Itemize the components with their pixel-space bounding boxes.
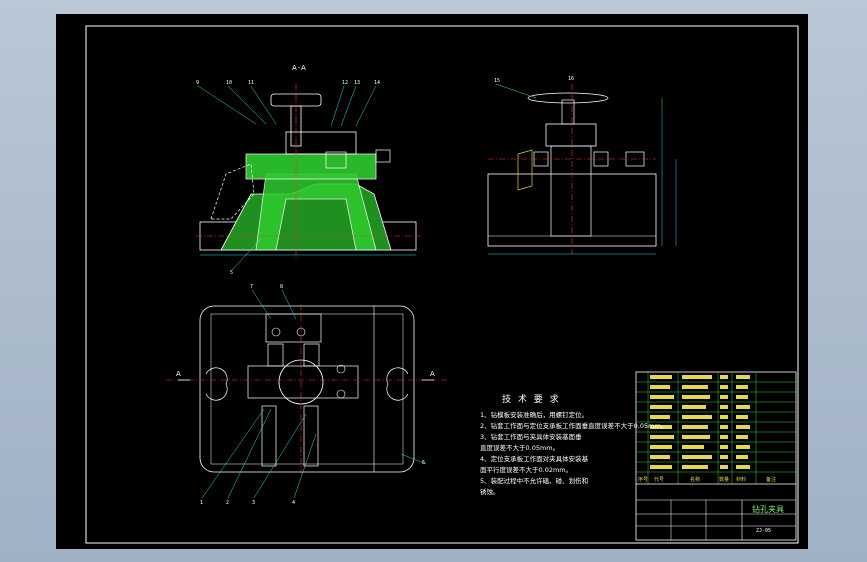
tech-req-item: 1、钻模板安装准确后，用螺钉定位。 [480, 411, 589, 419]
balloon-label: 7 [250, 284, 254, 290]
tb-header-qty: 数量 [719, 477, 730, 483]
balloon-label: 16 [568, 76, 575, 82]
balloon-label: 13 [354, 80, 361, 86]
balloon-label: 8 [280, 284, 284, 290]
balloon-label: 9 [196, 80, 200, 86]
balloon-label: 4 [292, 500, 296, 506]
balloon-label: 5 [230, 270, 234, 276]
side-view [487, 83, 677, 255]
plan-view [166, 289, 448, 499]
section-arrow-left: A [176, 370, 183, 378]
view-label-aa: A-A [292, 64, 307, 72]
tech-req-item: 锈蚀。 [480, 488, 500, 496]
balloon-label: 15 [494, 78, 501, 84]
tech-req-item: 5、装配过程中不允许磕、碰、划伤和 [480, 477, 589, 485]
title-block [635, 371, 797, 541]
tb-header-no: 序号 [638, 477, 649, 483]
tech-req-item: 4、定位支承板工作面对夹具体安装基 [480, 455, 589, 463]
tech-req-item: 2、钻套工作面与定位支承板工作面垂直度误差不大于0.05mm。 [480, 422, 668, 430]
front-section-view [196, 84, 421, 271]
tech-req-item: 3、钻套工作面与夹具体安装基面垂 [480, 433, 582, 441]
tb-header-name: 名称 [690, 477, 701, 483]
balloon-label: 2 [226, 500, 230, 506]
tech-req-item: 面平行度误差不大于0.02mm。 [480, 466, 573, 474]
tech-req-title: 技 术 要 求 [502, 395, 561, 405]
section-arrow-right: A [430, 370, 437, 378]
cad-drawing [85, 25, 799, 544]
balloon-label: 14 [374, 80, 381, 86]
drawing-sheet: A-A A A 技 术 要 求 1、钻模板安装准确后，用螺钉定位。 2、钻套工作… [56, 14, 808, 549]
balloon-label: 6 [422, 460, 426, 466]
balloon-label: 3 [252, 500, 256, 506]
balloon-label: 12 [342, 80, 349, 86]
tb-header-material: 材料 [736, 477, 747, 483]
balloon-label: 1 [200, 500, 204, 506]
outer-frame [85, 25, 799, 544]
balloon-label: 10 [226, 80, 233, 86]
tb-header-remark: 备注 [766, 477, 777, 483]
drawing-code: ZJ-05 [756, 528, 772, 534]
tb-header-code: 代号 [654, 477, 665, 483]
balloon-label: 11 [248, 80, 255, 86]
drawing-name: 钻孔夹具 [752, 505, 784, 514]
tech-req-item: 直度误差不大于0.05mm。 [480, 444, 560, 452]
